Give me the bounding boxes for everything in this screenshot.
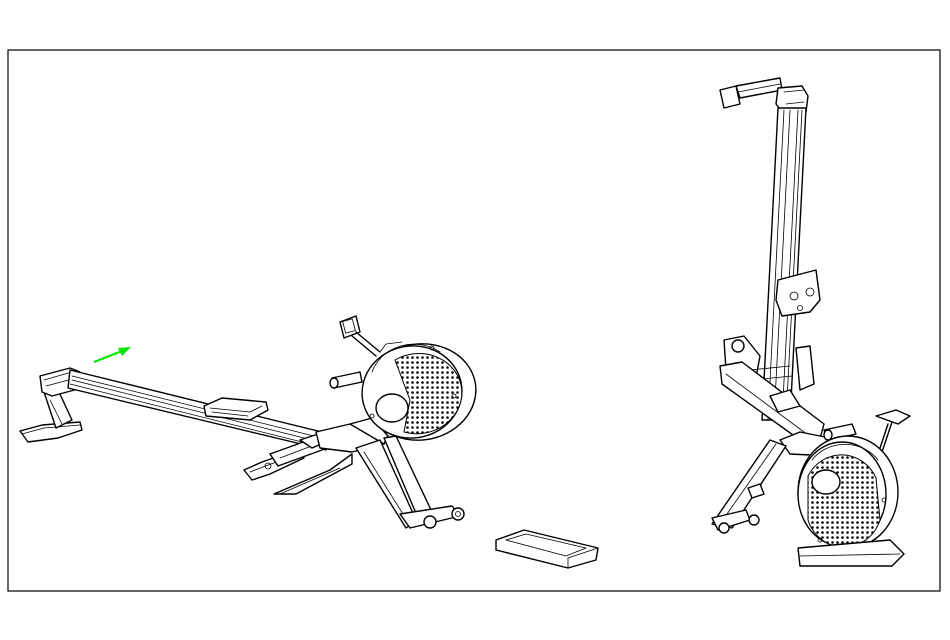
arrow-shaft: [94, 351, 122, 362]
rower-horizontal: [20, 316, 482, 528]
storage-base: [496, 530, 598, 568]
arrow-head: [118, 347, 131, 356]
rail: [68, 370, 330, 450]
direction-arrow: [94, 347, 131, 362]
upright-flywheel: [798, 436, 898, 548]
upright-base-plate: [798, 540, 904, 566]
rower-upright: [712, 78, 910, 566]
